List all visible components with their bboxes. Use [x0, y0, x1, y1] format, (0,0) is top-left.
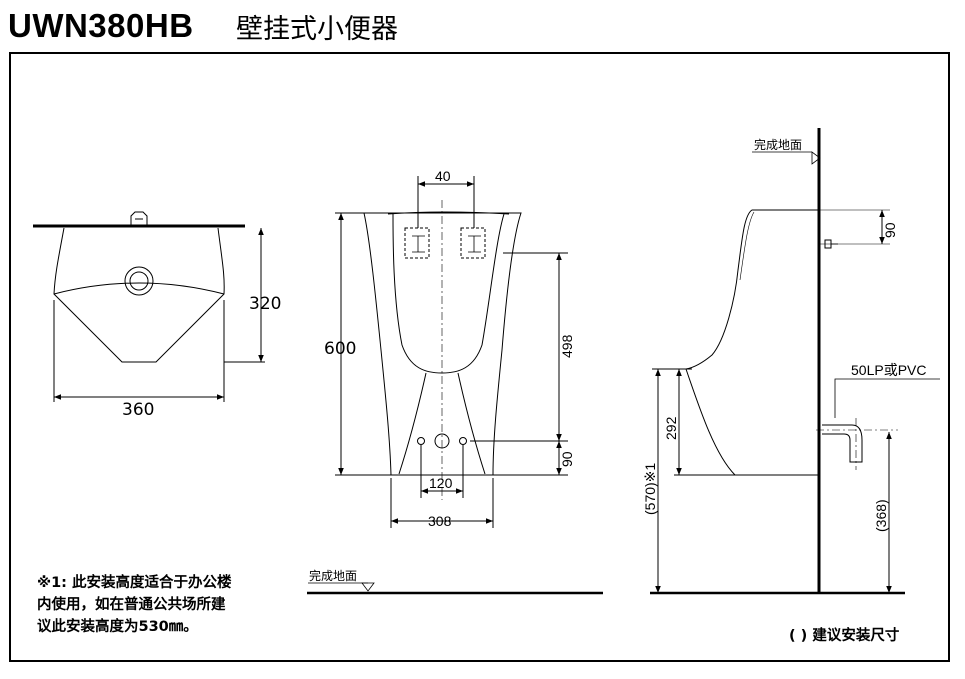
bolt-spacing-label: 120: [429, 475, 453, 491]
rim-to-outlet-label: 498: [559, 334, 575, 358]
inlet-right-box: [460, 227, 486, 259]
top-view-front-arc: [53, 282, 225, 295]
front-height-label: 600: [324, 339, 356, 359]
legend-note: ( ) 建议安装尺寸: [789, 628, 900, 644]
side-view-profile: [685, 209, 818, 476]
bottom-width-label: 308: [428, 513, 452, 529]
drain-height-label: (368): [873, 499, 889, 532]
model-number: UWN380HB: [8, 7, 194, 44]
front-view-trap-left: [398, 372, 427, 475]
note-line: ※1: 此安装高度适合于办公楼: [37, 575, 232, 591]
lip-depth-label: 292: [663, 416, 679, 440]
top-view-outline: [53, 227, 225, 363]
side-view: [650, 128, 940, 595]
top-view-outlet-inner: [129, 271, 149, 291]
top-view-outlet-outer: [124, 266, 154, 296]
front-floor-label: 完成地面: [309, 568, 357, 583]
top-view: [33, 211, 265, 402]
front-view-bowl-rim: [387, 211, 510, 215]
front-view-outer: [363, 212, 522, 476]
note-line: 议此安装高度为530㎜。: [37, 619, 198, 635]
product-name: 壁挂式小便器: [236, 14, 398, 45]
side-floor-label: 完成地面: [754, 137, 802, 152]
drawing-frame: [9, 52, 950, 662]
front-view: [307, 176, 603, 595]
outlet-height-label: 90: [559, 451, 575, 467]
top-width-label: 360: [122, 400, 154, 420]
installation-note: ※1: 此安装高度适合于办公楼 内使用，如在普通公共场所建 议此安装高度为530…: [37, 572, 232, 638]
inlet-spacing-label: 40: [435, 168, 451, 184]
bolt-right: [459, 437, 467, 445]
note-line: 内使用，如在普通公共场所建: [37, 597, 226, 613]
rim-height-label: (570)※1: [642, 463, 658, 515]
top-view-spud: [130, 211, 148, 226]
inlet-offset-label: 90: [882, 222, 898, 238]
front-view-bowl: [392, 213, 505, 374]
bolt-left: [417, 437, 425, 445]
front-view-trap-right: [457, 372, 486, 475]
inlet-left-box: [404, 227, 430, 259]
drain-material-label: 50LP或PVC: [851, 362, 926, 378]
top-depth-label: 320: [249, 294, 281, 314]
front-view-outlet: [434, 433, 450, 449]
